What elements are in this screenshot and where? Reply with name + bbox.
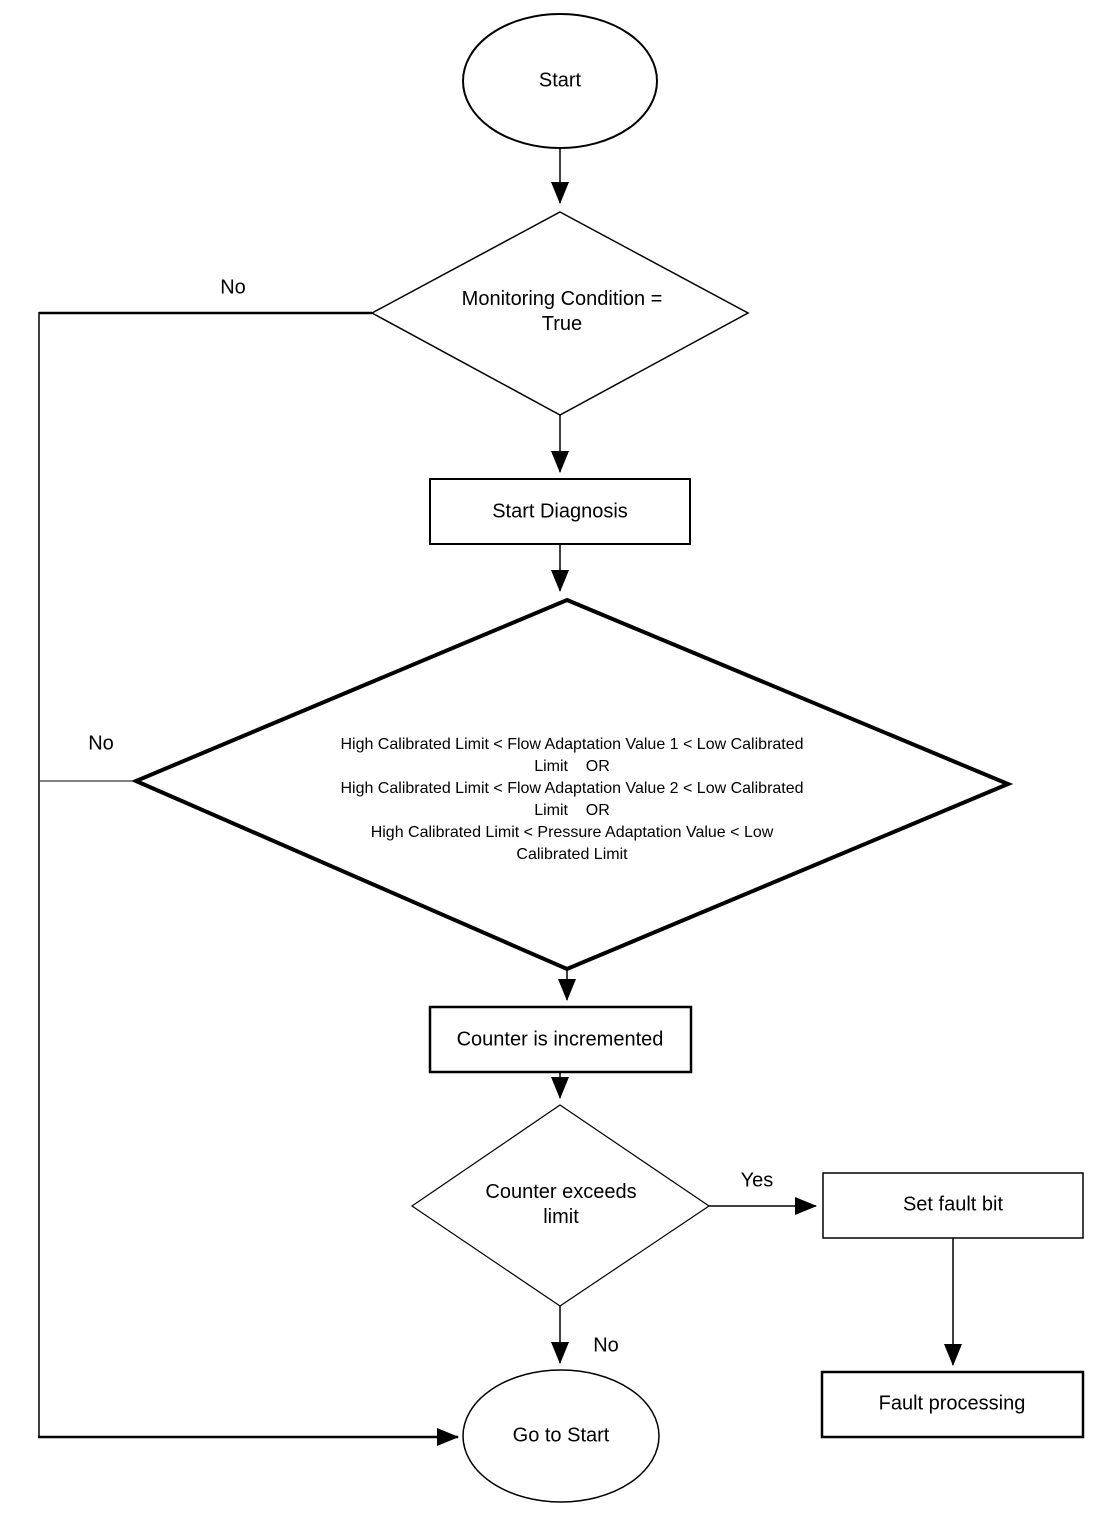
fault-processing-shape bbox=[820, 1370, 1085, 1439]
counter-exceeds-decision-label: Counter exceeds limit bbox=[485, 1181, 637, 1228]
go-to-start-node-shape bbox=[462, 1369, 660, 1503]
fault-processing-label: Fault processing bbox=[878, 1392, 1026, 1415]
monitoring-no-edge-label: No bbox=[220, 276, 246, 299]
start-diagnosis-label: Start Diagnosis bbox=[492, 500, 628, 523]
counter-no-edge-label: No bbox=[593, 1334, 619, 1357]
adaptation-no-edge-label: No bbox=[88, 732, 114, 755]
adaptation-decision-label: High Calibrated Limit < Flow Adaptation … bbox=[340, 736, 804, 863]
adaptation-decision-double-line bbox=[407, 600, 563, 668]
start-diagnosis-shape bbox=[429, 478, 691, 545]
start-node-label: Start bbox=[538, 69, 582, 92]
monitoring-decision-label: Monitoring Condition = True bbox=[461, 288, 663, 335]
counter-yes-edge-label: Yes bbox=[740, 1169, 774, 1192]
set-fault-bit-label: Set fault bit bbox=[902, 1193, 1004, 1216]
set-fault-bit-shape bbox=[822, 1172, 1084, 1239]
counter-incremented-label: Counter is incremented bbox=[456, 1028, 664, 1051]
counter-incremented-shape bbox=[428, 1005, 693, 1074]
go-to-start-node-label: Go to Start bbox=[512, 1424, 610, 1447]
